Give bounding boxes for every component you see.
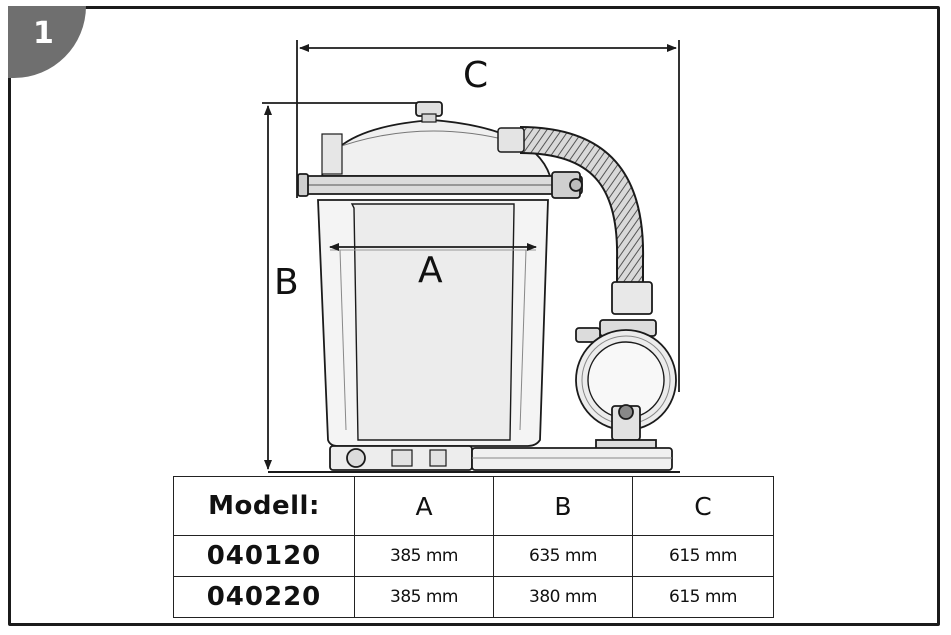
table-header-row: Modell: A B C <box>173 476 774 536</box>
header-b: B <box>493 476 633 536</box>
header-a: A <box>354 476 494 536</box>
value-a: 385 mm <box>354 576 494 618</box>
model-number: 040220 <box>173 576 355 618</box>
dimension-table: Modell: A B C 040120 385 mm 635 mm 615 m… <box>173 476 774 618</box>
value-c: 615 mm <box>632 576 774 618</box>
value-a: 385 mm <box>354 535 494 577</box>
connection-hose <box>497 126 645 290</box>
figure-frame <box>8 6 940 626</box>
header-c: C <box>632 476 774 536</box>
value-b: 380 mm <box>493 576 633 618</box>
value-b: 635 mm <box>493 535 633 577</box>
table-row: 040220 385 mm 380 mm 615 mm <box>173 576 774 618</box>
dimension-b-label: B <box>274 262 299 303</box>
table-row: 040120 385 mm 635 mm 615 mm <box>173 535 774 577</box>
model-number: 040120 <box>173 535 355 577</box>
dimension-b <box>262 102 420 470</box>
dimension-c <box>296 40 680 392</box>
value-c: 615 mm <box>632 535 774 577</box>
filter-tank <box>297 101 583 447</box>
header-model: Modell: <box>173 476 355 536</box>
dimension-c-label: C <box>463 55 489 96</box>
base-plate <box>329 445 673 471</box>
figure-number: 1 <box>33 16 54 51</box>
pump-unit <box>575 281 677 451</box>
dimension-a-label: A <box>418 250 443 291</box>
